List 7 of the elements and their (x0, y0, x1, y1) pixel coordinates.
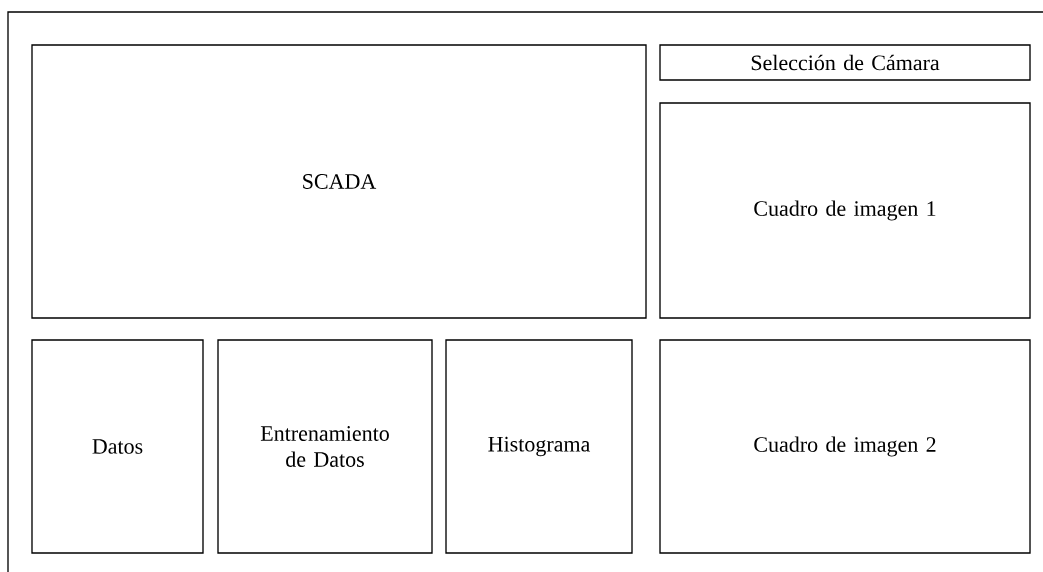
panel-box: Cuadro de imagen 2 (659, 339, 1031, 554)
panel-box: Entrenamiento de Datos (217, 339, 433, 554)
panel-box: Datos (31, 339, 204, 554)
panel-box: Selección de Cámara (659, 44, 1031, 81)
panel-box: Cuadro de imagen 1 (659, 102, 1031, 319)
panel-box: SCADA (31, 44, 647, 319)
panel-box: Histograma (445, 339, 633, 554)
